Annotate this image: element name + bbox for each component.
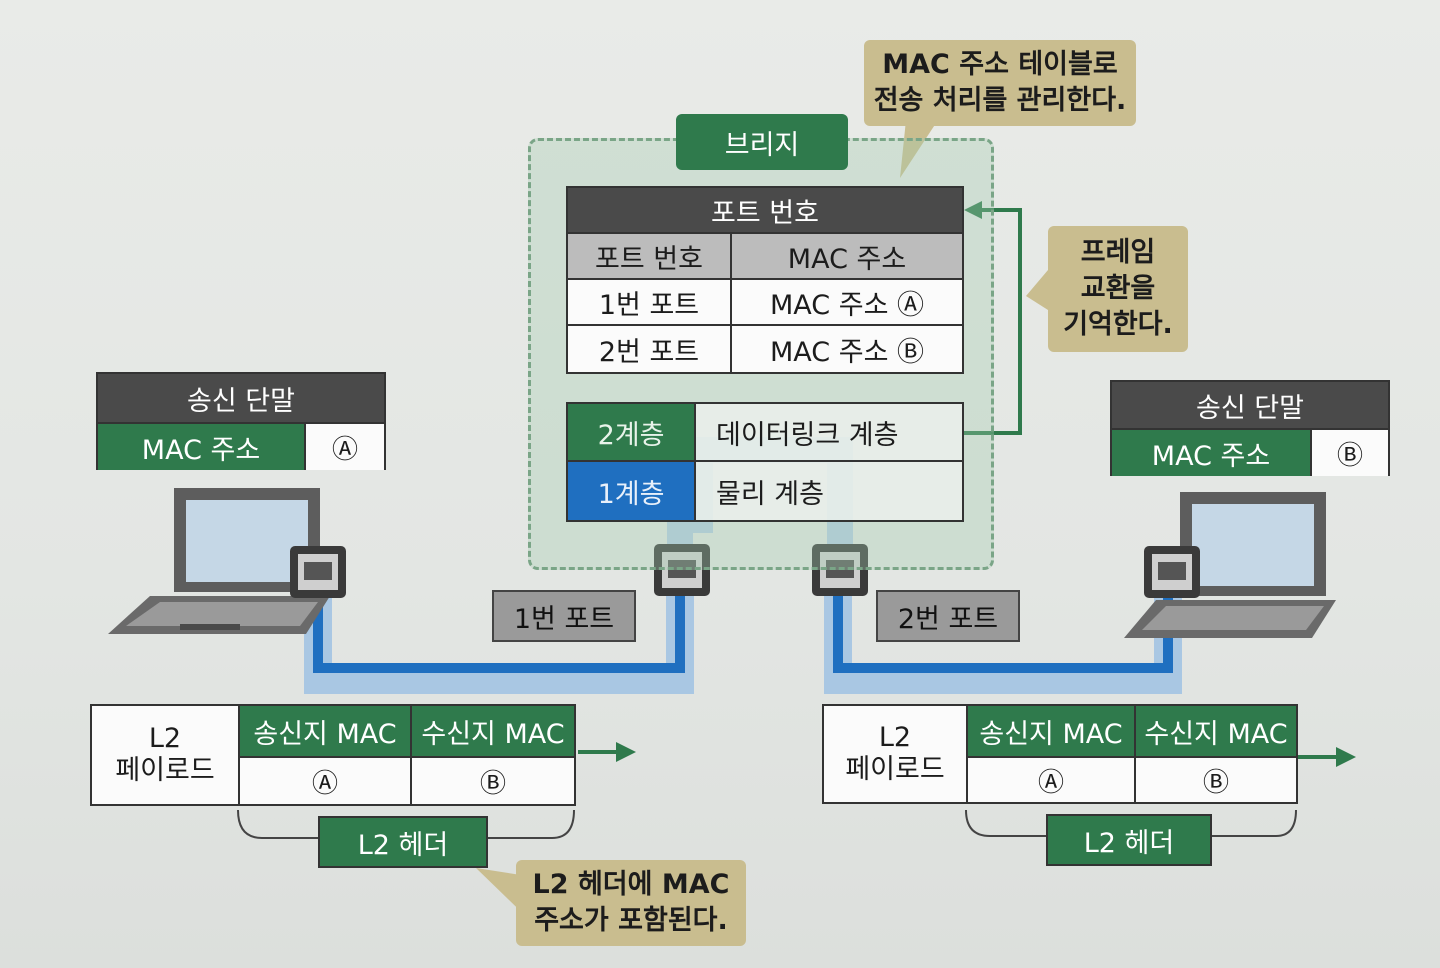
right-host-mac-label: MAC 주소 bbox=[1112, 430, 1312, 476]
row-mac: MAC 주소 Ⓐ bbox=[770, 289, 924, 321]
bubble-tail-right bbox=[1026, 270, 1048, 310]
frame-arrow-left bbox=[616, 742, 636, 762]
dst-mac-label: 수신지 MAC bbox=[412, 706, 574, 756]
cable-left bbox=[313, 590, 685, 673]
dst-mac-label: 수신지 MAC bbox=[1136, 706, 1296, 756]
l2-header-label-right: L2 헤더 bbox=[1046, 814, 1212, 866]
frame-arrow-right bbox=[1336, 747, 1356, 767]
dst-mac-value: Ⓑ bbox=[479, 768, 506, 799]
right-host-mac-value: Ⓑ bbox=[1312, 430, 1388, 476]
right-host-card: 송신 단말 MAC 주소 Ⓑ bbox=[1110, 380, 1390, 476]
note-frame-exchange: 프레임 교환을 기억한다. bbox=[1048, 226, 1188, 352]
laptop-right-icon bbox=[1124, 492, 1336, 638]
column-header-port: 포트 번호 bbox=[568, 234, 732, 278]
src-mac-label: 송신지 MAC bbox=[968, 706, 1136, 756]
dst-mac-value: Ⓑ bbox=[1202, 767, 1229, 798]
layer-2-level: 2계층 bbox=[568, 404, 696, 460]
note-l2-header: L2 헤더에 MAC 주소가 포함된다. bbox=[516, 860, 746, 946]
mac-address-table: 포트 번호 포트 번호 MAC 주소 1번 포트 MAC 주소 Ⓐ 2번 포트 … bbox=[566, 186, 964, 374]
layer-1-name: 물리 계층 bbox=[716, 478, 824, 510]
right-host-title: 송신 단말 bbox=[1112, 382, 1388, 430]
l2-frame-left: L2 페이로드 송신지 MAC 수신지 MAC Ⓐ Ⓑ bbox=[90, 704, 576, 806]
table-row: 2번 포트 MAC 주소 Ⓑ bbox=[568, 326, 962, 372]
layer-2-name: 데이터링크 계층 bbox=[716, 419, 899, 451]
ethernet-port-bridge-1-icon bbox=[654, 544, 710, 596]
table-row: 1번 포트 MAC 주소 Ⓐ bbox=[568, 280, 962, 326]
row-port: 2번 포트 bbox=[568, 326, 732, 372]
layer-stack: 2계층 데이터링크 계층 1계층 물리 계층 bbox=[566, 402, 964, 522]
port-2-label: 2번 포트 bbox=[876, 590, 1020, 642]
row-mac: MAC 주소 Ⓑ bbox=[770, 336, 924, 368]
l2-payload: L2 페이로드 bbox=[824, 706, 968, 802]
column-header-mac: MAC 주소 bbox=[787, 243, 907, 275]
ethernet-port-bridge-2-icon bbox=[812, 544, 868, 596]
bubble-tail-top bbox=[900, 120, 938, 178]
note-mac-table: MAC 주소 테이블로 전송 처리를 관리한다. bbox=[864, 40, 1136, 126]
left-host-mac-label: MAC 주소 bbox=[98, 424, 306, 470]
laptop-left-icon bbox=[108, 488, 330, 634]
src-mac-value: Ⓐ bbox=[240, 758, 412, 804]
l2-payload: L2 페이로드 bbox=[92, 706, 240, 804]
feedback-arrow-head bbox=[964, 201, 982, 219]
table-title: 포트 번호 bbox=[711, 197, 819, 229]
left-host-title: 송신 단말 bbox=[98, 374, 384, 424]
l2-header-label-left: L2 헤더 bbox=[318, 816, 488, 868]
left-host-card: 송신 단말 MAC 주소 Ⓐ bbox=[96, 372, 386, 470]
src-mac-label: 송신지 MAC bbox=[240, 706, 412, 756]
port-1-label: 1번 포트 bbox=[492, 590, 636, 642]
row-port: 1번 포트 bbox=[568, 280, 732, 324]
bridge-title: 브리지 bbox=[676, 114, 848, 170]
l2-frame-right: L2 페이로드 송신지 MAC 수신지 MAC Ⓐ Ⓑ bbox=[822, 704, 1298, 804]
layer-1-level: 1계층 bbox=[568, 462, 696, 520]
ethernet-port-left-host-icon bbox=[290, 546, 346, 598]
ethernet-port-right-host-icon bbox=[1144, 546, 1200, 598]
src-mac-value: Ⓐ bbox=[968, 758, 1136, 802]
left-host-mac-value: Ⓐ bbox=[306, 424, 384, 470]
